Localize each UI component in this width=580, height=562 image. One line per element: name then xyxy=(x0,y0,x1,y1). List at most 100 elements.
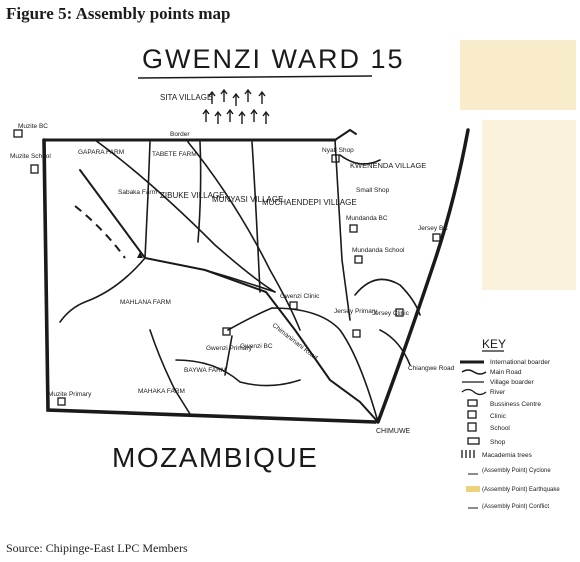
roads-and-boundaries xyxy=(59,139,421,423)
boundary-munyasi xyxy=(251,141,261,293)
key-business-centre-swatch xyxy=(467,399,478,407)
muzite-school-symbol xyxy=(30,164,39,174)
boundary-mahlana xyxy=(59,257,146,323)
tree-8 xyxy=(226,108,234,122)
boundary-zibuke xyxy=(197,141,202,243)
label-kwenenda-village: KWENENDA VILLAGE xyxy=(350,161,426,170)
label-gapara-farm: GAPARA FARM xyxy=(78,149,124,156)
hand-drawn-map: GWENZI WARD 15 SITA VILLAGE Border Muzit… xyxy=(0,30,580,530)
label-nyati-shop: Nyati Shop xyxy=(322,147,354,154)
label-gwenzi-clinic: Gwenzi Clinic xyxy=(280,293,320,300)
label-sabaka-farm: Sabaka Farm xyxy=(118,189,157,196)
map-key: KEY International boarder Main Road Vill… xyxy=(460,337,560,510)
label-tabete-farm: TABETE FARM xyxy=(152,151,197,158)
boundary-tabete xyxy=(144,141,151,259)
boundary-muchaendepi xyxy=(334,139,351,321)
label-gwenzi-bc: Gwenzi BC xyxy=(240,343,273,350)
road-chiangwe xyxy=(379,329,411,366)
river-arrow xyxy=(137,252,143,258)
international-border xyxy=(42,128,470,424)
tree-4 xyxy=(244,88,252,102)
jersey-primary-symbol xyxy=(352,329,361,338)
tree-2 xyxy=(220,88,228,102)
key-school-swatch xyxy=(467,422,477,432)
label-mahaka-farm: MAHAKA FARM xyxy=(138,388,185,395)
north-east-boundary xyxy=(334,128,357,141)
map-title: GWENZI WARD 15 xyxy=(142,44,405,74)
mundanda-school-symbol xyxy=(354,255,363,264)
label-munyasi-village: MUNYASI VILLAGE xyxy=(212,195,283,204)
label-border: Border xyxy=(170,131,190,138)
key-river-swatch xyxy=(461,388,487,396)
tree-3 xyxy=(232,92,240,106)
river xyxy=(74,205,126,259)
label-zibuke-village: ZIBUKE VILLAGE xyxy=(160,191,224,200)
key-shop-swatch xyxy=(467,437,480,445)
paper-stains xyxy=(460,40,576,290)
key-main-road: Main Road xyxy=(490,369,522,376)
boundary-baywa xyxy=(175,359,301,387)
jersey-bc-symbol xyxy=(432,233,441,242)
key-clinic-swatch xyxy=(467,410,477,419)
label-jersey-clinic: Jersey Clinic xyxy=(372,310,410,317)
label-chiangwe-road: Chiangwe Road xyxy=(408,365,455,372)
key-title: KEY xyxy=(482,337,506,351)
figure-title: Figure 5: Assembly points map xyxy=(6,4,231,23)
key-shop: Shop xyxy=(490,439,506,446)
label-baywa-farm: BAYWA FARM xyxy=(184,367,226,374)
boundary-kwenenda xyxy=(339,154,381,165)
road-munyasi-link xyxy=(204,269,276,293)
key-river: River xyxy=(490,389,506,396)
label-chimuwe: CHIMUWE xyxy=(376,428,411,435)
gwenzi-bc-symbol xyxy=(222,327,231,336)
key-macadamia: Macademia trees xyxy=(482,452,533,459)
label-mahlana-farm: MAHLANA FARM xyxy=(120,299,171,306)
key-international-border: International boarder xyxy=(490,359,551,366)
map-symbols xyxy=(13,129,441,406)
label-mundanda-bc: Mundanda BC xyxy=(346,215,388,222)
figure-source: Source: Chipinge-East LPC Members xyxy=(6,541,188,555)
boundary-jersey xyxy=(354,278,421,316)
label-small-shop: Small Shop xyxy=(356,187,390,194)
main-road-gwenzi xyxy=(79,169,379,423)
tree-9 xyxy=(238,110,246,124)
gwenzi-clinic-symbol xyxy=(289,301,298,310)
tree-6 xyxy=(202,108,210,122)
stain-right xyxy=(482,120,576,290)
muzite-primary-symbol xyxy=(57,397,66,406)
road-chimanimani xyxy=(187,141,301,331)
key-earthquake-swatch xyxy=(466,486,480,492)
mundanda-bc-symbol xyxy=(349,224,358,233)
key-business-centre: Bussiness Centre xyxy=(490,401,541,408)
label-muchaendepi-village: MUCHAENDEPI VILLAGE xyxy=(262,198,357,207)
jersey-clinic-symbol xyxy=(395,308,404,317)
label-sita-village: SITA VILLAGE xyxy=(160,93,212,102)
key-macadamia-swatch xyxy=(461,450,475,458)
tree-11 xyxy=(262,110,270,124)
key-assembly-cyclone: (Assembly Point) Cyclone xyxy=(482,468,551,474)
map-svg: GWENZI WARD 15 SITA VILLAGE Border Muzit… xyxy=(10,40,576,510)
label-gwenzi-primary: Gwenzi Primary xyxy=(206,345,253,352)
muzite-bc-symbol xyxy=(13,129,23,138)
nyati-shop-symbol xyxy=(331,154,340,163)
stain-top-right xyxy=(460,40,576,110)
key-school: School xyxy=(490,425,510,432)
tree-7 xyxy=(214,110,222,124)
label-jersey-bc: Jersey BC xyxy=(418,225,448,232)
tree-1 xyxy=(208,90,216,104)
boundary-sabaka xyxy=(94,139,276,293)
label-chimanimani-road: Chimanimani Road xyxy=(271,322,319,362)
label-muzite-primary: Muzite Primary xyxy=(48,391,92,398)
country-label: MOZAMBIQUE xyxy=(112,442,318,473)
road-jersey xyxy=(227,307,379,423)
mozambique-border xyxy=(42,138,377,424)
tree-10 xyxy=(250,108,258,122)
key-assembly-earthquake: (Assembly Point) Earthquake xyxy=(482,487,560,493)
macadamia-trees xyxy=(202,88,270,124)
tree-5 xyxy=(258,90,266,104)
label-jersey-primary: Jersey Primary xyxy=(334,308,378,315)
east-border xyxy=(376,128,470,424)
key-main-road-swatch xyxy=(461,369,487,375)
map-title-underline xyxy=(137,75,373,79)
label-muzite-bc: Muzite BC xyxy=(18,123,48,130)
